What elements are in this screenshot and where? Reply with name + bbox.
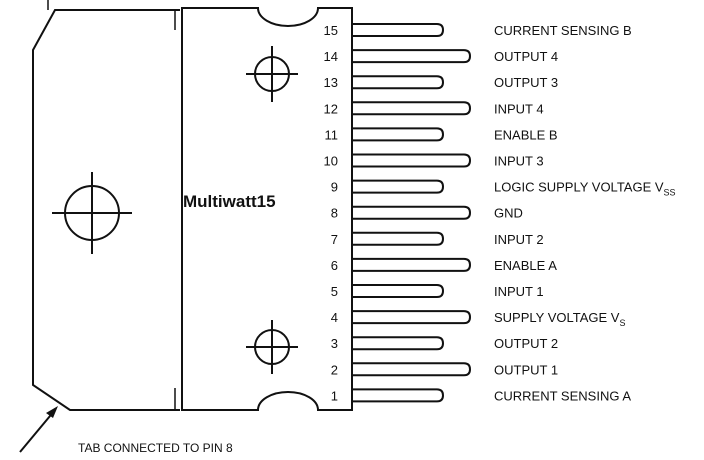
tab-note: TAB CONNECTED TO PIN 8 (78, 441, 233, 455)
pin-number: 7 (331, 232, 338, 247)
pin-lead (352, 75, 445, 90)
pin-6: 6 ENABLE A (331, 258, 557, 273)
pin-11: 11 ENABLE B (325, 127, 558, 142)
pin-number: 12 (324, 101, 338, 116)
pin-lead (352, 284, 445, 298)
pin-number: 6 (331, 258, 338, 273)
pin-7: 7 INPUT 2 (331, 231, 544, 247)
pin-label: LOGIC SUPPLY VOLTAGE VSS (494, 180, 676, 198)
pin-number: 9 (331, 180, 338, 195)
pin-number: 15 (324, 23, 338, 38)
tab-note-arrow-icon (19, 406, 58, 453)
pin-15: 15 CURRENT SENSING B (324, 23, 632, 38)
pin-label: CURRENT SENSING A (494, 388, 631, 403)
pin-lead (352, 362, 472, 377)
pin-1: 1 CURRENT SENSING A (331, 388, 632, 403)
top-crosshair-icon (246, 46, 298, 102)
pin-lead (352, 388, 445, 403)
pin-lead (352, 153, 472, 168)
heatsink-tab-outline (32, 9, 180, 411)
pin-lead (352, 336, 445, 351)
pin-label: INPUT 4 (494, 101, 544, 116)
pin-lead (352, 49, 472, 64)
pin-5: 5 INPUT 1 (331, 284, 544, 299)
pin-label: INPUT 2 (494, 232, 544, 247)
pin-number: 1 (331, 388, 338, 403)
pin-13: 13 OUTPUT 3 (324, 75, 559, 90)
pin-label: CURRENT SENSING B (494, 23, 632, 38)
pin-lead (352, 310, 472, 325)
pin-number: 5 (331, 284, 338, 299)
pin-label: INPUT 3 (494, 154, 544, 169)
pin-lead (352, 179, 445, 194)
pin-number: 13 (324, 75, 338, 90)
pin-number: 3 (331, 336, 338, 351)
pin-8: 8 GND (331, 206, 523, 221)
tab-mounting-hole-icon (52, 172, 132, 254)
pin-9: 9 LOGIC SUPPLY VOLTAGE VSS (331, 179, 676, 198)
pin-label: OUTPUT 3 (494, 75, 558, 90)
pin-label: ENABLE B (494, 127, 558, 142)
pin-label-subscript: S (619, 318, 625, 328)
pin-lead (352, 231, 445, 246)
pin-number: 11 (325, 127, 339, 142)
pin-lead (352, 257, 472, 272)
pin-lead (352, 101, 472, 116)
pin-14: 14 OUTPUT 4 (324, 49, 559, 64)
pin-label: SUPPLY VOLTAGE VS (494, 310, 626, 328)
pin-label: ENABLE A (494, 258, 557, 273)
pin-label: INPUT 1 (494, 284, 544, 299)
pin-label: OUTPUT 4 (494, 49, 558, 64)
pin-3: 3 OUTPUT 2 (331, 336, 558, 351)
pin-label: OUTPUT 2 (494, 336, 558, 351)
pin-label: OUTPUT 1 (494, 362, 558, 377)
pin-number: 14 (324, 49, 338, 64)
pin-lead (352, 23, 445, 37)
pin-4: 4 SUPPLY VOLTAGE VS (331, 310, 626, 328)
package-body-outline (181, 7, 353, 411)
pin-lead (352, 205, 472, 220)
pin-label: GND (494, 206, 523, 221)
pin-2: 2 OUTPUT 1 (331, 362, 558, 377)
pin-label-subscript: SS (664, 188, 676, 198)
pin-number: 4 (331, 310, 338, 325)
package-name: Multiwatt15 (183, 192, 276, 211)
pin-number: 2 (331, 362, 338, 377)
bottom-crosshair-icon (246, 320, 298, 374)
pin-number: 10 (324, 154, 338, 169)
pin-12: 12 INPUT 4 (324, 101, 544, 116)
pin-lead (352, 127, 445, 142)
pin-10: 10 INPUT 3 (324, 153, 544, 169)
pin-number: 8 (331, 206, 338, 221)
